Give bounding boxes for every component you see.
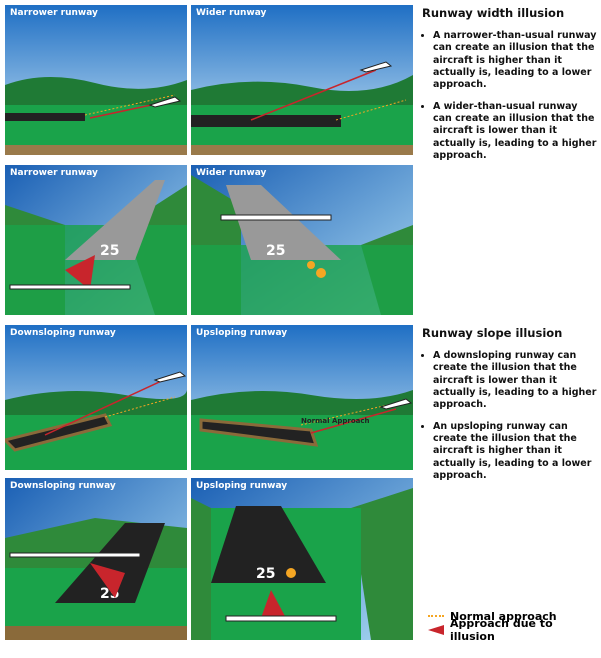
panel-upsloping-side: Normal Approach Upsloping runway (191, 325, 413, 470)
legend-normal: Normal approach (428, 609, 601, 623)
normal-approach-tag: Normal Approach (301, 417, 370, 425)
legend-label: Normal approach (450, 609, 557, 623)
width-illusion-text: Runway width illusion A narrower-than-us… (422, 6, 597, 171)
panel-upsloping-pilot: 25 Upsloping runway (191, 478, 413, 640)
dotted-line-icon (428, 615, 444, 617)
panel-label: Wider runway (196, 168, 267, 178)
panel-narrower-side: Narrower runway (5, 5, 187, 155)
panel-downsloping-pilot: 25 Downsloping runway (5, 478, 187, 640)
panel-label: Upsloping runway (196, 328, 288, 338)
panel-label: Upsloping runway (196, 481, 288, 491)
legend-illusion: Approach due to illusion (428, 617, 601, 643)
panel-label: Wider runway (196, 8, 267, 18)
panel-downsloping-side: Downsloping runway (5, 325, 187, 470)
panel-wider-side: Wider runway (191, 5, 413, 155)
section-title: Runway slope illusion (422, 326, 563, 340)
section-title: Runway width illusion (422, 6, 565, 20)
red-arrow-icon (428, 625, 444, 635)
bullet: An upsloping runway can create the illus… (433, 421, 597, 483)
runway-number: 25 (266, 243, 285, 259)
panel-wider-pilot: 25 Wider runway (191, 165, 413, 315)
panel-label: Downsloping runway (10, 328, 116, 338)
legend: Normal approach Approach due to illusion (428, 609, 601, 643)
runway-number: 25 (256, 566, 275, 582)
legend-label: Approach due to illusion (449, 617, 553, 643)
panel-label: Narrower runway (10, 8, 98, 18)
bullet: A downsloping runway can create the illu… (433, 350, 597, 412)
runway-number: 25 (100, 243, 119, 259)
panel-label: Downsloping runway (10, 481, 116, 491)
bullet: A narrower-than-usual runway can create … (433, 30, 597, 92)
panel-narrower-pilot: 25 Narrower runway (5, 165, 187, 315)
bullet: A wider-than-usual runway can create an … (433, 101, 597, 163)
slope-illusion-text: Runway slope illusion A downsloping runw… (422, 326, 597, 491)
panel-label: Narrower runway (10, 168, 98, 178)
